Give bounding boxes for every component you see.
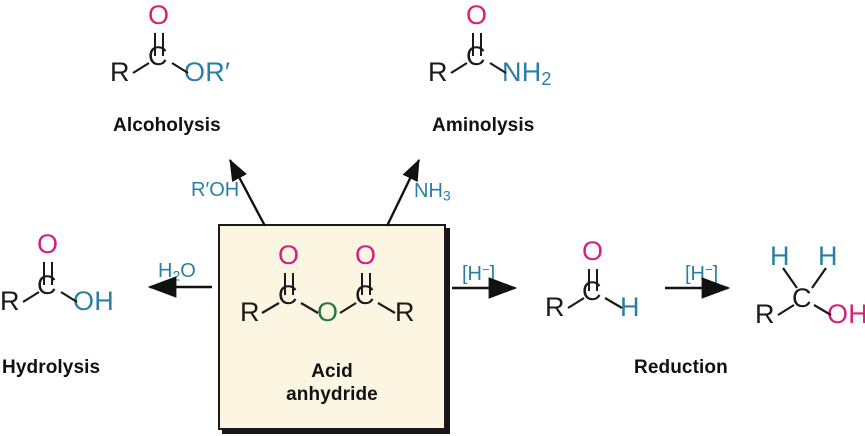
anhydride-left-carbon: C: [278, 280, 298, 310]
anhydride-right-double-bond-line-2: [369, 273, 371, 295]
aminolysis-double-bond-line-2: [480, 33, 482, 56]
aldehyde-double-bond-line-2: [596, 269, 598, 291]
hydrolysis-double-bond-line-2: [51, 262, 53, 285]
alcoholysis-double-bond-line-1: [154, 33, 156, 56]
hydrolysis-hydroxyl-group: OH: [73, 286, 114, 316]
reduction-hydroxyl-group: OH: [827, 299, 865, 329]
acid-anhydride-label: Acid anhydride: [218, 360, 446, 406]
alcoholysis-carbonyl-oxygen: O: [148, 0, 170, 30]
aminolysis-carbonyl-carbon: C: [466, 41, 486, 71]
reduction-r-group: R: [755, 299, 775, 329]
hydrolysis-r-group: R: [0, 286, 20, 316]
aminolysis-reagent-label: NH3: [414, 180, 451, 204]
anhydride-left-r-group: R: [240, 297, 260, 327]
acid-anhydride-box: [218, 224, 446, 430]
aldehyde-carbonyl-oxygen: O: [582, 236, 604, 266]
reduction-hydrogen-right: H: [818, 241, 838, 271]
hydrolysis-reagent-label: H2O: [158, 260, 196, 284]
alcoholysis-alkoxy-group: OR′: [184, 57, 231, 87]
anhydride-right-double-bond-line-1: [361, 273, 363, 295]
aldehyde-hydrogen: H: [620, 292, 640, 322]
anhydride-right-r-group: R: [395, 297, 415, 327]
reduction-bond-c-hright: [811, 267, 827, 289]
hydrolysis-carbonyl-oxygen: O: [37, 229, 59, 259]
anhydride-left-double-bond-line-2: [292, 273, 294, 295]
anhydride-left-double-bond-line-1: [284, 273, 286, 295]
anhydride-right-carbon: C: [355, 280, 375, 310]
alcoholysis-carbonyl-carbon: C: [148, 41, 168, 71]
anhydride-bridging-oxygen: O: [317, 297, 339, 327]
aldehyde-r-group: R: [545, 292, 565, 322]
alcoholysis-double-bond-line-2: [162, 33, 164, 56]
reduction-hydrogen-left: H: [770, 241, 790, 271]
hydrolysis-carbonyl-carbon: C: [37, 270, 57, 300]
aminolysis-carbonyl-oxygen: O: [466, 0, 488, 30]
aminolysis-double-bond-line-1: [472, 33, 474, 56]
alcoholysis-r-group: R: [110, 57, 130, 87]
acid-anhydride-label-line2: anhydride: [286, 384, 378, 406]
anhydride-left-carbonyl-oxygen: O: [278, 240, 300, 270]
hydrolysis-double-bond-line-1: [43, 262, 45, 285]
alcoholysis-label: Alcoholysis: [113, 115, 221, 136]
aldehyde-carbonyl-carbon: C: [582, 276, 602, 306]
acid-anhydride-label-line1: Acid: [311, 361, 353, 382]
reduction-central-carbon: C: [792, 283, 812, 313]
aminolysis-r-group: R: [428, 57, 448, 87]
aminolysis-label: Aminolysis: [432, 115, 535, 136]
alcoholysis-bond-r-c: [132, 62, 150, 74]
reduction-label: Reduction: [634, 357, 728, 378]
reduction-reagent-label: [H−]: [685, 262, 719, 285]
aldehyde-double-bond-line-1: [588, 269, 590, 291]
hydrolysis-label: Hydrolysis: [2, 357, 101, 378]
aldehyde-reagent-label: [H−]: [462, 262, 496, 285]
alcoholysis-reagent-label: R′OH: [191, 179, 240, 201]
anhydride-right-carbonyl-oxygen: O: [355, 240, 377, 270]
aminolysis-bond-r-c: [450, 62, 468, 74]
aminolysis-amine-group: NH2: [502, 57, 552, 89]
